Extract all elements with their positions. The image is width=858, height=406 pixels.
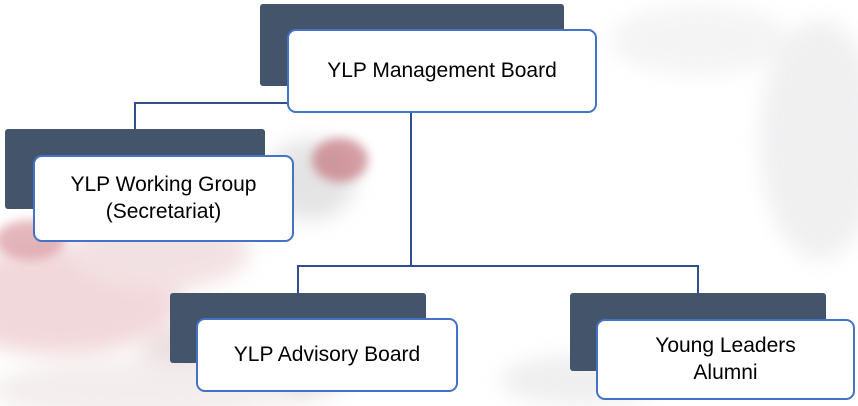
advisory-board-label: YLP Advisory Board bbox=[233, 342, 421, 366]
advisory-board-node: YLP Advisory Board bbox=[196, 318, 458, 392]
alumni-label-line2: Alumni bbox=[693, 360, 758, 384]
working-group-label-line1: YLP Working Group bbox=[70, 173, 257, 197]
alumni-text: Young Leaders Alumni bbox=[655, 333, 796, 386]
management-board-label: YLP Management Board bbox=[327, 58, 557, 82]
working-group-label-line2: (Secretariat) bbox=[105, 199, 222, 223]
alumni-label-line1: Young Leaders bbox=[655, 334, 796, 358]
working-group-node: YLP Working Group (Secretariat) bbox=[33, 155, 294, 242]
alumni-node: Young Leaders Alumni bbox=[596, 319, 855, 400]
working-group-text: YLP Working Group (Secretariat) bbox=[71, 172, 257, 225]
management-board-node: YLP Management Board bbox=[287, 29, 597, 113]
